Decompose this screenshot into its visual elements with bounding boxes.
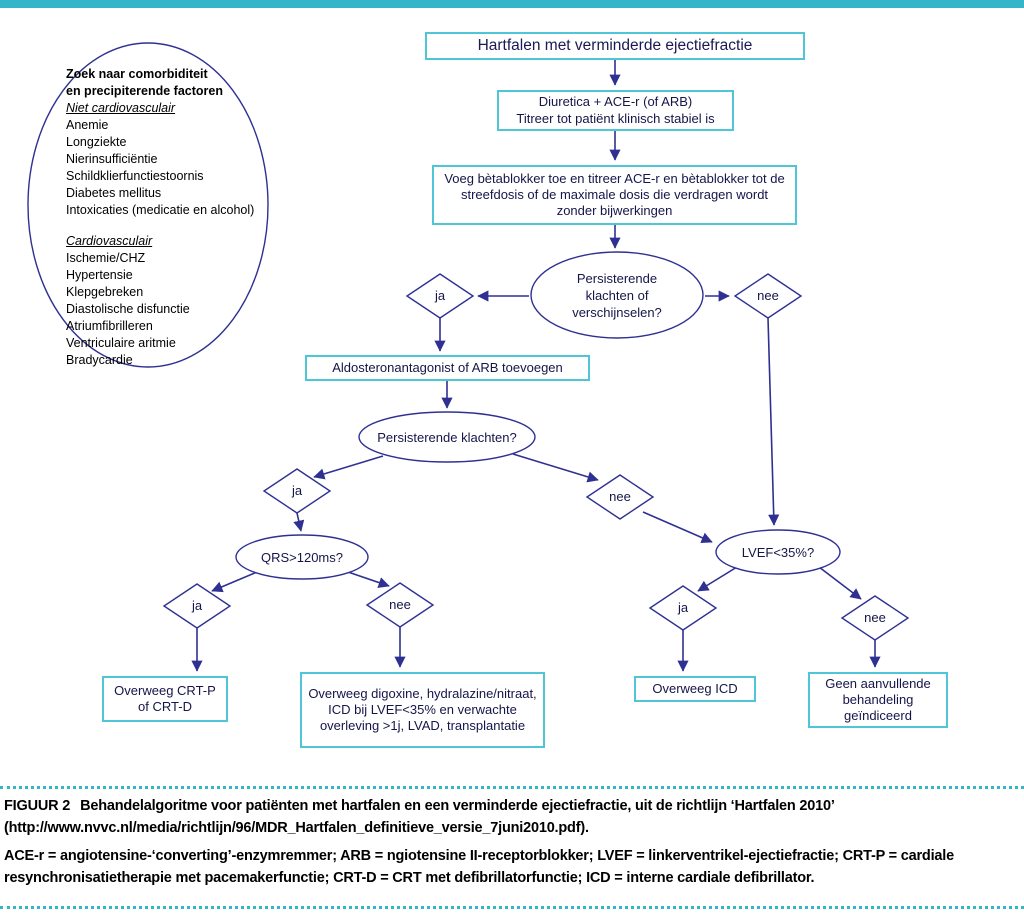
decision-persisterende-klachten-verschijnselen: [530, 251, 704, 339]
decision-persisterende-klachten: [358, 411, 536, 463]
diamond-ja-1: [405, 273, 475, 319]
diamond-nee-1: [733, 273, 803, 319]
decision-label-4: LVEF<35%?: [741, 545, 815, 560]
section-niet-cardiovasculair: Niet cardiovasculair: [66, 101, 176, 115]
decision-label-1: Persisterende klachten of verschijnselen…: [572, 271, 662, 320]
comorbidity-title: Zoek naar comorbiditeit: [66, 67, 208, 81]
list-item: Ventriculaire aritmie: [66, 336, 176, 350]
decision-label-3: QRS>120ms?: [260, 550, 343, 565]
list-item: Diastolische disfunctie: [66, 302, 190, 316]
decision-ellipses: [235, 251, 841, 580]
yes-no-diamonds: [162, 273, 910, 641]
label-nee-1: nee: [757, 288, 779, 303]
label-ja-1: ja: [434, 288, 446, 303]
comorbidity-ellipse: [27, 42, 269, 368]
list-item: Hypertensie: [66, 268, 133, 282]
diamond-ja-2: [262, 468, 332, 514]
label-ja-3: ja: [191, 598, 203, 613]
label-nee-2: nee: [609, 489, 631, 504]
node-overweeg-icd: Overweeg ICD: [634, 676, 756, 702]
flowchart-connectors: [27, 42, 910, 672]
list-item: Longziekte: [66, 135, 127, 149]
caption-text-1: Behandelalgoritme voor patiënten met har…: [4, 798, 834, 836]
list-item: Atriumfibrilleren: [66, 319, 153, 333]
comorbidity-panel: Zoek naar comorbiditeit en precipiterend…: [66, 66, 271, 369]
list-item: Intoxicaties (medicatie en alcohol): [66, 203, 255, 217]
divider-top: [0, 786, 1024, 789]
label-nee-4: nee: [864, 610, 886, 625]
diamond-nee-4: [840, 595, 910, 641]
diamond-ja-3: [162, 583, 232, 629]
list-item: Diabetes mellitus: [66, 186, 162, 200]
section-cardiovasculair: Cardiovasculair: [66, 234, 153, 248]
spacer: [66, 219, 271, 233]
node-overweeg-digoxine: Overweeg digoxine, hydralazine/nitraat, …: [300, 672, 545, 748]
list-item: Nierinsufficiëntie: [66, 152, 158, 166]
comorbidity-title2: en precipiterende factoren: [66, 84, 223, 98]
list-item: Schildklierfunctiestoornis: [66, 169, 204, 183]
label-ja-4: ja: [677, 600, 689, 615]
decision-lvef: [715, 529, 841, 575]
diamond-nee-3: [365, 582, 435, 628]
figure-number: FIGUUR 2: [4, 798, 71, 814]
flowchart: Zoek naar comorbiditeit en precipiterend…: [0, 8, 1024, 786]
top-accent-bar: [0, 0, 1024, 8]
node-geen-behandeling: Geen aanvullende behandeling geïndiceerd: [808, 672, 948, 728]
node-start: Hartfalen met verminderde ejectiefractie: [425, 32, 805, 60]
node-diuretica-line1: Diuretica + ACE-r (of ARB): [538, 94, 693, 110]
diamond-nee-2: [585, 474, 655, 520]
node-diuretica: Diuretica + ACE-r (of ARB) Titreer tot p…: [497, 90, 734, 131]
diamond-ja-4: [648, 585, 718, 631]
list-item: Bradycardie: [66, 353, 133, 367]
decision-qrs: [235, 534, 369, 580]
node-betablokker: Voeg bètablokker toe en titreer ACE-r en…: [432, 165, 797, 225]
list-item: Anemie: [66, 118, 109, 132]
node-aldosteronantagonist: Aldosteronantagonist of ARB toevoegen: [305, 355, 590, 381]
connector-lines: [191, 60, 881, 672]
decision-label-2: Persisterende klachten?: [377, 430, 517, 445]
label-ja-2: ja: [291, 483, 303, 498]
label-nee-3: nee: [389, 597, 411, 612]
node-diuretica-line2: Titreer tot patiënt klinisch stabiel is: [516, 110, 715, 126]
list-item: Ischemie/CHZ: [66, 251, 146, 265]
caption-line-2: ACE-r = angiotensine-‘converting’-enzymr…: [4, 848, 954, 886]
node-overweeg-crt: Overweeg CRT-P of CRT-D: [102, 676, 228, 722]
list-item: Klepgebreken: [66, 285, 144, 299]
divider-bottom: [0, 906, 1024, 909]
